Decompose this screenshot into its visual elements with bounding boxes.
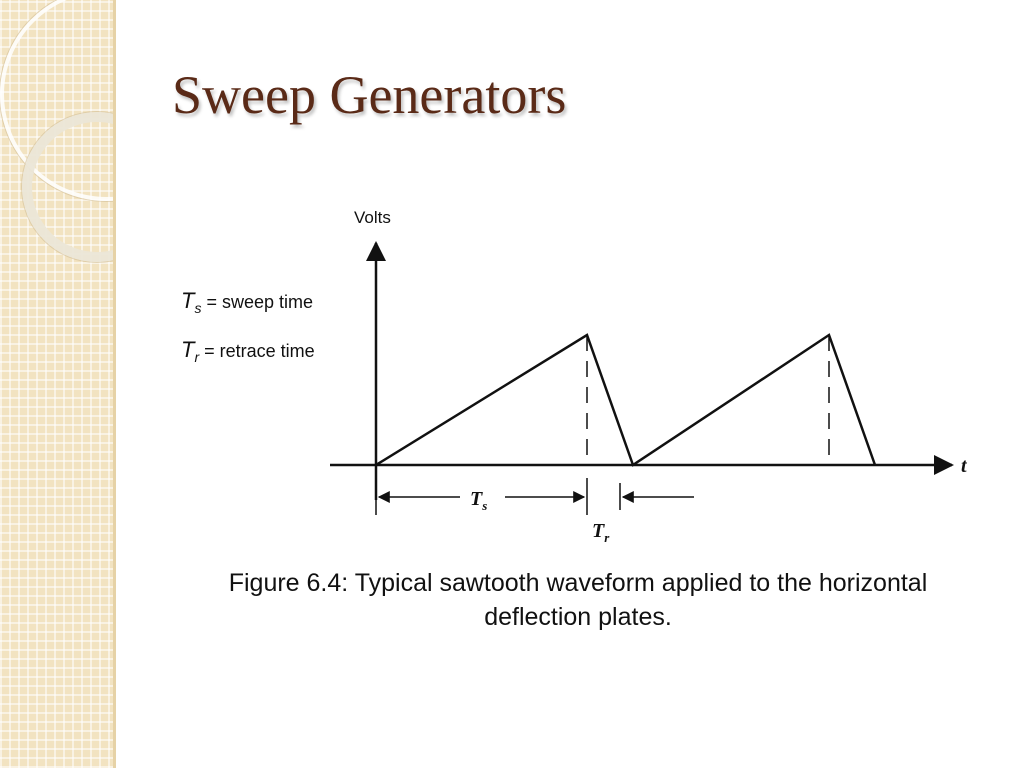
sawtooth-diagram: Volts t Ts = sweep time Tr = retrace tim… [181, 208, 968, 545]
caption-line: Figure 6.4: Typical sawtooth waveform ap… [228, 569, 928, 597]
sidebar-edge [113, 0, 116, 768]
tr-dimension-label: Tr [592, 520, 610, 545]
y-axis-label: Volts [354, 208, 391, 227]
slide-title: Sweep Generators [172, 65, 567, 125]
decorative-sidebar [0, 0, 113, 768]
figure-caption: Figure 6.4: Typical sawtooth waveform ap… [168, 566, 988, 634]
ts-dimension-label: Ts [470, 488, 487, 513]
caption-line: deflection plates. [484, 603, 672, 631]
legend-sweep-time: Ts = sweep time [181, 288, 313, 316]
x-axis-label: t [961, 455, 968, 477]
legend-retrace-time: Tr = retrace time [181, 337, 315, 365]
sawtooth-waveform [375, 333, 877, 467]
